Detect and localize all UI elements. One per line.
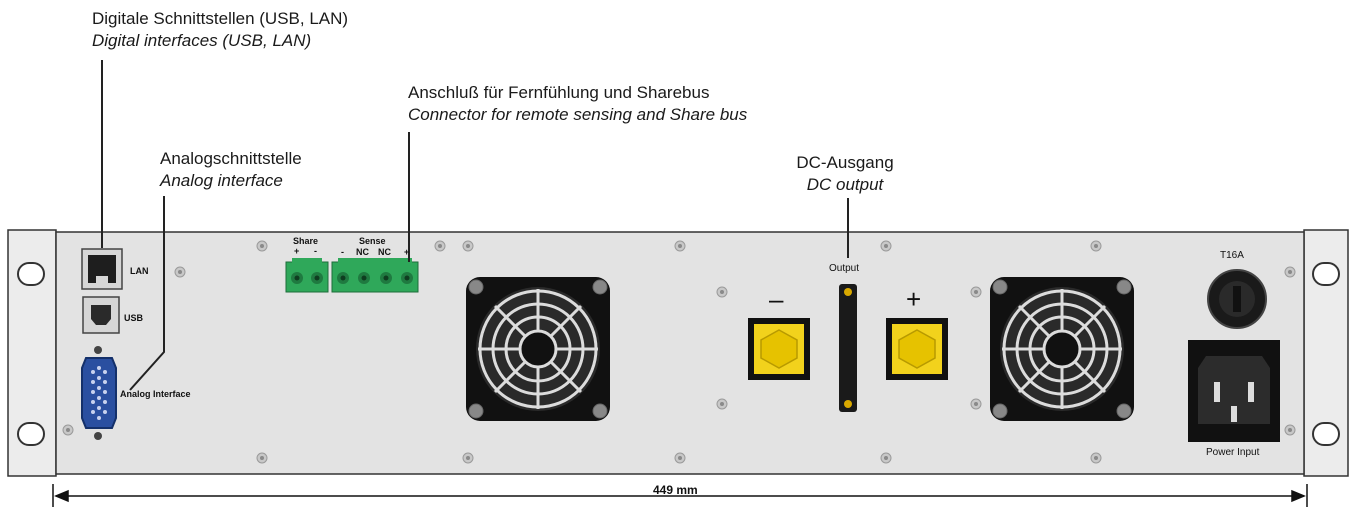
callout-analog-en: Analog interface bbox=[160, 171, 283, 190]
lan-port bbox=[81, 248, 123, 290]
rack-slot-left-bottom bbox=[17, 422, 45, 446]
callout-dc-output: DC-Ausgang DC output bbox=[770, 152, 920, 196]
output-plus-label: + bbox=[906, 284, 922, 314]
rack-slot-left-top bbox=[17, 262, 45, 286]
callout-digital-de: Digitale Schnittstellen (USB, LAN) bbox=[92, 9, 349, 28]
width-dimension-line bbox=[52, 484, 1308, 507]
fan-left bbox=[464, 275, 612, 423]
callout-remote-sensing: Anschluß für Fernfühlung und Sharebus Co… bbox=[408, 82, 747, 126]
fan-right bbox=[988, 275, 1136, 423]
lan-label: LAN bbox=[130, 266, 149, 276]
power-input-label: Power Input bbox=[1206, 447, 1260, 458]
sense-terminal bbox=[331, 258, 419, 293]
analog-dsub-connector bbox=[81, 346, 117, 440]
sense-plus-label: + bbox=[404, 247, 410, 257]
output-minus-label: – bbox=[769, 284, 784, 314]
fuse-label: T16A bbox=[1220, 250, 1244, 261]
fuse-holder bbox=[1207, 269, 1267, 329]
output-cover-bar bbox=[839, 284, 857, 412]
callout-analog-de: Analogschnittstelle bbox=[160, 149, 302, 168]
callout-analog-interface: Analogschnittstelle Analog interface bbox=[160, 148, 302, 192]
share-plus-label: + bbox=[294, 246, 300, 256]
callout-digital-en: Digital interfaces (USB, LAN) bbox=[92, 31, 312, 50]
dc-terminal-minus bbox=[748, 318, 810, 380]
rack-slot-right-top bbox=[1312, 262, 1340, 286]
share-terminal bbox=[285, 258, 329, 293]
share-minus-label: - bbox=[314, 246, 317, 256]
power-input-socket bbox=[1188, 340, 1280, 442]
dc-terminal-plus bbox=[886, 318, 948, 380]
analog-interface-label: Analog Interface bbox=[120, 389, 191, 399]
share-label: Share bbox=[293, 236, 319, 246]
width-dimension-label: 449 mm bbox=[653, 483, 698, 497]
callout-digital-interfaces: Digitale Schnittstellen (USB, LAN) Digit… bbox=[92, 8, 348, 52]
usb-port bbox=[82, 296, 120, 334]
rack-slot-right-bottom bbox=[1312, 422, 1340, 446]
callout-sense-de: Anschluß für Fernfühlung und Sharebus bbox=[408, 83, 710, 102]
callout-sense-en: Connector for remote sensing and Share b… bbox=[408, 105, 748, 124]
callout-dc-en: DC output bbox=[806, 175, 884, 194]
sense-nc2-label: NC bbox=[378, 247, 391, 257]
sense-label: Sense bbox=[359, 236, 386, 246]
callout-dc-de: DC-Ausgang bbox=[796, 153, 894, 172]
leader-lines bbox=[101, 60, 849, 391]
sense-nc1-label: NC bbox=[356, 247, 369, 257]
usb-label: USB bbox=[124, 313, 144, 323]
sense-minus-label: - bbox=[341, 247, 344, 257]
output-label: Output bbox=[829, 263, 860, 274]
